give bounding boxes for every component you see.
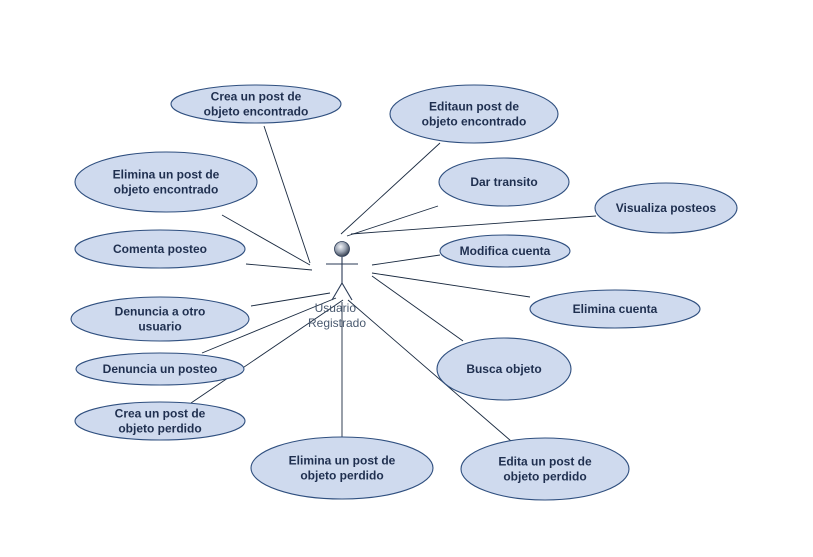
- associations: [190, 125, 597, 449]
- use-case-ellipse: [389, 84, 559, 144]
- use-case-ellipse: [436, 337, 572, 401]
- use-case-ellipse: [439, 234, 571, 268]
- use-case-label-line: Denuncia a otro: [115, 305, 206, 319]
- use-case-ellipse: [74, 151, 258, 213]
- use-case-label-line: usuario: [138, 320, 181, 334]
- use-case-label: Dar transito: [470, 175, 537, 189]
- use-case-dar-transito: Dar transito: [438, 157, 570, 207]
- use-case-ellipse: [250, 436, 434, 500]
- actor-head: [334, 241, 350, 257]
- use-case-visualiza-posteos: Visualiza posteos: [594, 182, 738, 234]
- association-line: [346, 205, 439, 237]
- use-case-label-line: objeto perdido: [118, 422, 201, 436]
- use-case-label-line: Comenta posteo: [113, 242, 207, 256]
- use-case-elimina-cuenta: Elimina cuenta: [529, 289, 701, 329]
- association-line: [245, 263, 313, 271]
- actor-name-line-2: Registrado: [308, 316, 366, 330]
- use-case-label-line: Crea un post de: [211, 90, 302, 104]
- use-case-label-line: Edita un post de: [498, 455, 592, 469]
- use-case-label: Modifica cuenta: [460, 244, 551, 258]
- association-line: [201, 297, 337, 354]
- use-case-label-line: Modifica cuenta: [460, 244, 551, 258]
- use-case-label: Denuncia un posteo: [103, 362, 218, 376]
- use-case-label-line: Elimina un post de: [289, 454, 396, 468]
- use-case-label-line: objeto encontrado: [204, 105, 309, 119]
- association-line: [190, 299, 344, 404]
- use-case-label-line: Elimina un post de: [113, 168, 220, 182]
- use-case-label-line: Crea un post de: [115, 407, 206, 421]
- use-case-ellipse: [460, 437, 630, 501]
- use-case-label-line: objeto perdido: [300, 469, 383, 483]
- use-case-ellipse: [529, 289, 701, 329]
- association-line: [371, 254, 441, 266]
- association-line: [371, 275, 464, 342]
- use-case-label-line: objeto encontrado: [422, 115, 527, 129]
- actor-name-line-1: Usuario: [315, 301, 357, 315]
- actor-name: Usuario Registrado: [308, 301, 366, 330]
- actor-usuario-registrado: Usuario Registrado: [308, 241, 366, 330]
- use-case-label-line: Denuncia un posteo: [103, 362, 218, 376]
- use-case-comenta-posteo: Comenta posteo: [74, 229, 246, 269]
- use-case-label-line: Dar transito: [470, 175, 537, 189]
- association-line: [350, 215, 597, 235]
- use-case-label-line: objeto perdido: [503, 470, 586, 484]
- actor-left-leg: [331, 282, 343, 301]
- use-case-label-line: objeto encontrado: [114, 183, 219, 197]
- use-case-ellipse: [170, 84, 342, 124]
- use-case-label: Comenta posteo: [113, 242, 207, 256]
- use-case-label-line: Editaun post de: [429, 100, 519, 114]
- use-case-label-line: Busca objeto: [466, 362, 541, 376]
- use-case-ellipse: [70, 296, 250, 342]
- actor-right-leg: [341, 282, 353, 301]
- use-case-modifica-cuenta: Modifica cuenta: [439, 234, 571, 268]
- use-case-label: Busca objeto: [466, 362, 541, 376]
- use-case-ellipse: [74, 229, 246, 269]
- use-case-ellipse: [75, 352, 245, 386]
- association-line: [347, 299, 512, 442]
- use-case-label: Visualiza posteos: [616, 201, 717, 215]
- use-case-denuncia-posteo: Denuncia un posteo: [75, 352, 245, 386]
- use-case-label-line: Visualiza posteos: [616, 201, 717, 215]
- use-case-label: Elimina cuenta: [573, 302, 658, 316]
- use-case-ellipse: [438, 157, 570, 207]
- use-case-busca-objeto: Busca objeto: [436, 337, 572, 401]
- use-case-ellipse: [74, 401, 246, 441]
- association-line: [340, 142, 441, 235]
- association-line: [371, 272, 531, 298]
- use-case-label-line: Elimina cuenta: [573, 302, 658, 316]
- association-line: [263, 125, 311, 264]
- use-case-ellipse: [594, 182, 738, 234]
- association-line: [250, 292, 331, 307]
- association-line: [221, 214, 311, 266]
